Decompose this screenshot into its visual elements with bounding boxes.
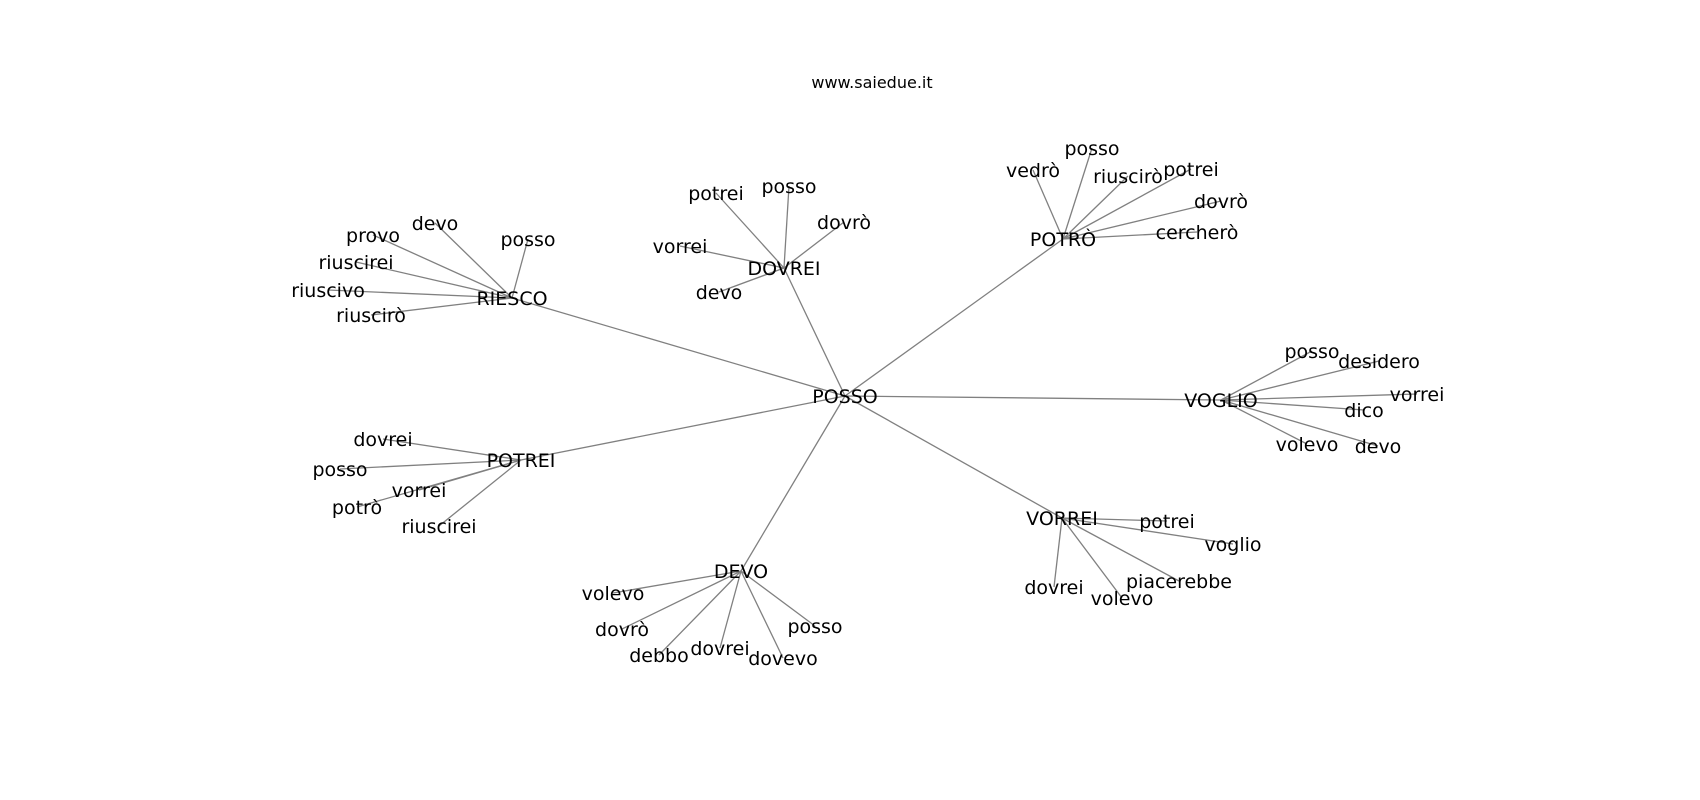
edge-potro-potro_potrei [1062, 168, 1192, 240]
edge-voglio-voglio_volevo [1220, 399, 1308, 445]
edge-potrei-potrei_posso [339, 459, 522, 470]
leaf-node-riesco_devo: devo [412, 213, 459, 235]
edge-root-voglio [844, 395, 1222, 401]
edge-root-vorrei [844, 395, 1063, 519]
leaf-node-potrei_potro: potrò [332, 497, 382, 519]
hub-node-voglio: VOGLIO [1184, 390, 1258, 412]
edges [327, 147, 1418, 659]
edge-vorrei-vorrei_dovrei [1053, 517, 1063, 588]
edge-devo-devo_volevo [612, 570, 742, 594]
leaf-node-dovrei_dovro: dovrò [817, 212, 871, 234]
edge-vorrei-vorrei_piacerebbe [1061, 517, 1180, 582]
leaf-node-devo_dovro: dovrò [595, 619, 649, 641]
edge-potro-potro_vedro [1032, 169, 1064, 240]
edge-dovrei-dovrei_dovro [783, 221, 845, 269]
edge-root-devo [740, 395, 846, 572]
leaf-node-vorrei_volevo: volevo [1091, 588, 1154, 610]
edge-devo-devo_dovro [621, 570, 742, 630]
leaf-node-devo_debbo: debbo [629, 645, 689, 667]
edge-dovrei-dovrei_potrei [715, 192, 785, 269]
leaf-node-riesco_riuscirei: riuscirei [318, 252, 393, 274]
edge-potro-potro_cerchero [1062, 231, 1198, 240]
leaf-node-vorrei_dovrei: dovrei [1024, 577, 1083, 599]
hub-node-potro: POTRÒ [1030, 227, 1096, 251]
leaf-node-devo_posso: posso [787, 616, 842, 638]
edge-vorrei-vorrei_voglio [1061, 517, 1234, 545]
leaf-node-voglio_dico: dico [1344, 400, 1383, 422]
leaf-node-devo_dovevo: dovevo [748, 648, 818, 670]
edge-dovrei-dovrei_devo [718, 267, 785, 293]
edge-voglio-voglio_desidero [1220, 360, 1380, 401]
edge-vorrei-vorrei_potrei [1061, 517, 1168, 522]
edge-devo-devo_dovrei [719, 570, 742, 649]
leaf-node-vorrei_piacerebbe: piacerebbe [1126, 571, 1232, 593]
leaf-node-voglio_desidero: desidero [1338, 351, 1420, 373]
leaf-node-potrei_riuscirei: riuscirei [401, 516, 476, 538]
edge-riesco-riesco_devo [434, 222, 513, 299]
leaf-node-voglio_devo: devo [1355, 436, 1402, 458]
hub-node-potrei: POTREI [487, 450, 556, 472]
leaf-node-potrei_dovrei: dovrei [353, 429, 412, 451]
edge-vorrei-vorrei_volevo [1061, 517, 1123, 599]
hub-node-devo: DEVO [714, 561, 768, 583]
edge-voglio-voglio_vorrei [1220, 393, 1418, 401]
leaf-node-vorrei_potrei: potrei [1139, 511, 1195, 533]
leaf-node-riesco_riusciro: riuscirò [336, 305, 406, 327]
edge-riesco-riesco_riuscirei [355, 261, 513, 299]
edge-root-potro [844, 238, 1064, 397]
leaf-node-voglio_volevo: volevo [1276, 434, 1339, 456]
leaf-node-potro_posso: posso [1064, 138, 1119, 160]
edge-root-potrei [520, 395, 846, 461]
leaf-node-potro_riusciro: riuscirò [1093, 166, 1163, 188]
leaf-node-devo_dovrei: dovrei [690, 638, 749, 660]
leaf-node-potro_vedro: vedrò [1006, 160, 1060, 182]
edge-devo-devo_dovevo [740, 570, 784, 659]
leaf-node-potrei_posso: posso [312, 459, 367, 481]
edge-potro-potro_dovro [1062, 200, 1222, 240]
edge-root-riesco [511, 297, 846, 397]
leaf-node-devo_volevo: volevo [582, 583, 645, 605]
edge-devo-devo_debbo [658, 570, 742, 656]
leaf-node-dovrei_devo: devo [696, 282, 743, 304]
edge-riesco-riesco_posso [511, 238, 529, 299]
edge-dovrei-dovrei_vorrei [679, 245, 785, 269]
hub-node-vorrei: VORREI [1026, 508, 1098, 530]
leaf-node-riesco_provo: provo [346, 225, 400, 247]
hub-node-dovrei: DOVREI [747, 258, 820, 280]
hub-node-riesco: RIESCO [476, 288, 547, 310]
leaf-node-dovrei_posso: posso [761, 176, 816, 198]
edge-potro-potro_riusciro [1062, 175, 1129, 240]
leaf-node-potro_potrei: potrei [1163, 159, 1219, 181]
edge-potrei-potrei_potro [356, 459, 522, 508]
edge-potro-potro_posso [1062, 147, 1093, 240]
edge-devo-devo_posso [740, 570, 816, 627]
leaf-node-vorrei_voglio: voglio [1204, 534, 1261, 556]
edge-voglio-voglio_posso [1220, 350, 1313, 401]
leaf-node-potro_cerchero: cercherò [1156, 222, 1239, 244]
site-label: www.saiedue.it [811, 73, 932, 92]
edge-riesco-riesco_riuscivo [327, 289, 513, 299]
leaf-node-dovrei_vorrei: vorrei [653, 236, 708, 258]
edge-voglio-voglio_dico [1220, 399, 1365, 411]
edge-voglio-voglio_devo [1220, 399, 1379, 447]
edge-dovrei-dovrei_posso [783, 185, 790, 269]
root-node-label: POSSO [812, 386, 878, 408]
edge-potrei-potrei_riuscirei [438, 459, 522, 527]
leaf-node-voglio_vorrei: vorrei [1390, 384, 1445, 406]
leaf-node-potrei_vorrei: vorrei [392, 480, 447, 502]
leaf-node-riesco_riuscivo: riuscivo [291, 280, 365, 302]
leaf-node-dovrei_potrei: potrei [688, 183, 744, 205]
leaf-node-riesco_posso: posso [500, 229, 555, 251]
edge-root-dovrei [783, 267, 846, 397]
edge-riesco-riesco_provo [372, 234, 513, 299]
edge-riesco-riesco_riusciro [370, 297, 513, 316]
leaf-node-potro_dovro: dovrò [1194, 191, 1248, 213]
leaf-node-voglio_posso: posso [1284, 341, 1339, 363]
edge-potrei-potrei_dovrei [382, 438, 522, 461]
